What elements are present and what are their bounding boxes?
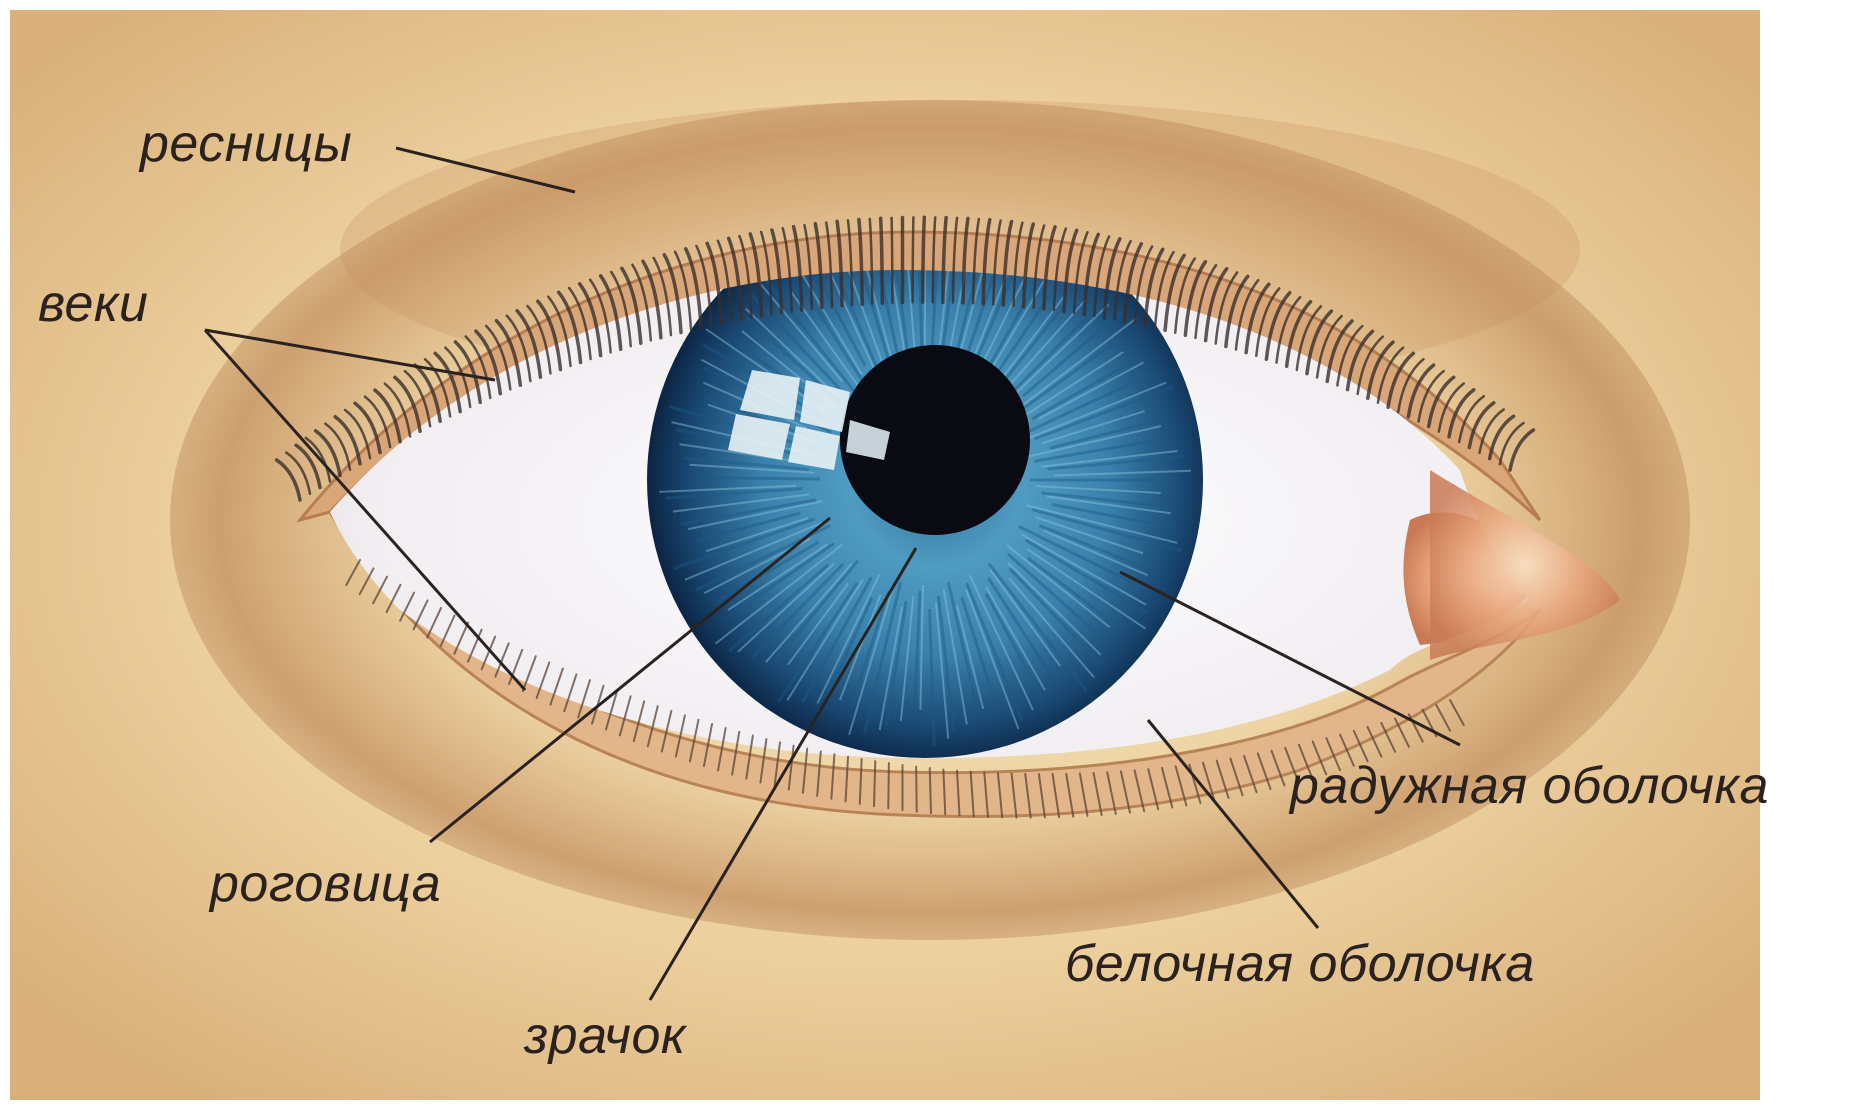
eyelash [881, 218, 883, 303]
eyelash [913, 217, 914, 302]
label-pupil: зрачок [524, 1010, 686, 1062]
label-iris: радужная оболочка [1290, 760, 1769, 812]
label-eyelashes: ресницы [140, 118, 352, 170]
iris-fiber [695, 478, 820, 479]
label-eyelids: веки [38, 278, 148, 330]
eyelash [923, 217, 925, 302]
label-sclera: белочная оболочка [1065, 938, 1535, 990]
lower-eyelash [916, 767, 917, 812]
label-cornea: роговица [210, 858, 441, 910]
lower-eyelash [874, 761, 875, 806]
lower-eyelash [888, 763, 889, 808]
lower-eyelash [930, 768, 931, 813]
eyelash [892, 218, 893, 303]
